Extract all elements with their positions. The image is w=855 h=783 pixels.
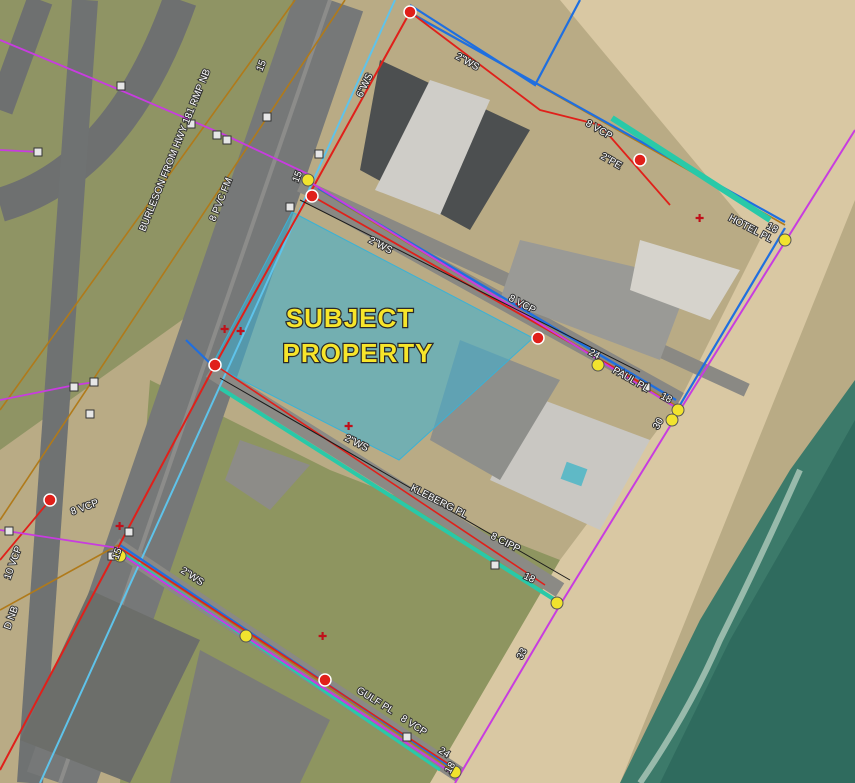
manhole-marker[interactable] (262, 112, 272, 122)
utility-label: 15 (110, 546, 124, 561)
storm-line-shore (454, 129, 855, 783)
cross-marker[interactable]: ✚ (695, 213, 704, 225)
storm-line-gulf (117, 551, 456, 776)
hydrant-marker[interactable] (448, 765, 462, 779)
gas-line-west (0, 499, 51, 561)
manhole-marker[interactable] (124, 527, 134, 537)
hydrant-marker[interactable] (113, 549, 127, 563)
hydrant-marker[interactable] (239, 629, 253, 643)
storm-line-paul (309, 181, 681, 411)
building-north (375, 80, 490, 215)
manhole-marker[interactable] (641, 382, 651, 392)
manhole-marker[interactable] (222, 135, 232, 145)
highway-left-lane (0, 0, 53, 115)
storm-line-west-short (0, 149, 41, 153)
valve-marker[interactable] (43, 493, 57, 507)
valve-marker[interactable] (318, 673, 332, 687)
hydrant-marker[interactable] (301, 173, 315, 187)
manhole-marker[interactable] (402, 732, 412, 742)
highway-ramp-curve (0, 0, 197, 222)
subject-label-line1: SUBJECT (286, 303, 414, 333)
highway-main (17, 0, 98, 783)
survey-points: ✚ ✚ ✚ ✚ ✚ ✚ ✚ (115, 213, 704, 643)
storm-line-left (0, 529, 119, 549)
manholes (4, 81, 651, 742)
gas-line-top (409, 11, 671, 206)
manhole-marker[interactable] (186, 119, 196, 129)
subject-property-parcel[interactable] (211, 211, 534, 461)
cross-marker[interactable]: ✚ (115, 521, 124, 533)
parking-lot-south (20, 590, 200, 783)
manhole-marker[interactable] (490, 560, 500, 570)
gas-line-kleberg (214, 364, 546, 586)
pool (560, 461, 588, 487)
building-west (225, 440, 310, 510)
ocean-deep (660, 420, 855, 783)
hotel-building (630, 240, 740, 320)
cross-marker[interactable]: ✚ (236, 326, 245, 338)
water-line-shore (679, 227, 786, 406)
valve-marker[interactable] (531, 331, 545, 345)
gas-line-gulf (119, 547, 451, 766)
hydrants (113, 173, 792, 779)
cable-line-paul (299, 199, 641, 373)
surf-line (637, 468, 803, 783)
reclaimed-line-hotel (610, 115, 772, 223)
valve-marker[interactable] (305, 189, 319, 203)
hydrant-marker[interactable] (591, 358, 605, 372)
valve-marker[interactable] (403, 5, 417, 19)
manhole-marker[interactable] (116, 81, 126, 91)
manhole-marker[interactable] (212, 130, 222, 140)
manhole-marker[interactable] (314, 149, 324, 159)
cross-marker[interactable]: ✚ (318, 631, 327, 643)
hydrant-marker[interactable] (665, 413, 679, 427)
sewer-line-west (0, 0, 346, 521)
manhole-marker[interactable] (4, 526, 14, 536)
subject-label-line2: PROPERTY (282, 338, 433, 368)
building-south (170, 650, 330, 783)
valves (43, 5, 647, 687)
valve-marker[interactable] (208, 358, 222, 372)
kleberg-pl-street (205, 363, 565, 597)
water-line-top (409, 0, 581, 87)
hydrant-marker[interactable] (550, 596, 564, 610)
sewer-line-west-2 (0, 0, 296, 411)
hydrant-marker[interactable] (778, 233, 792, 247)
storm-line-ramp (0, 39, 311, 176)
light-blue-line (39, 0, 396, 783)
cable-line-kleberg (219, 377, 571, 581)
manhole-marker[interactable] (89, 377, 99, 387)
beach-sand (430, 0, 855, 783)
sewer-line-10vcp (0, 544, 119, 611)
manhole-marker[interactable] (69, 382, 79, 392)
cross-marker[interactable]: ✚ (220, 324, 229, 336)
cross-marker[interactable]: ✚ (515, 299, 524, 311)
hydrant-marker[interactable] (671, 403, 685, 417)
valve-marker[interactable] (633, 153, 647, 167)
manhole-marker[interactable] (33, 147, 43, 157)
manhole-marker[interactable] (285, 202, 295, 212)
cross-marker[interactable]: ✚ (344, 421, 353, 433)
manhole-marker[interactable] (85, 409, 95, 419)
